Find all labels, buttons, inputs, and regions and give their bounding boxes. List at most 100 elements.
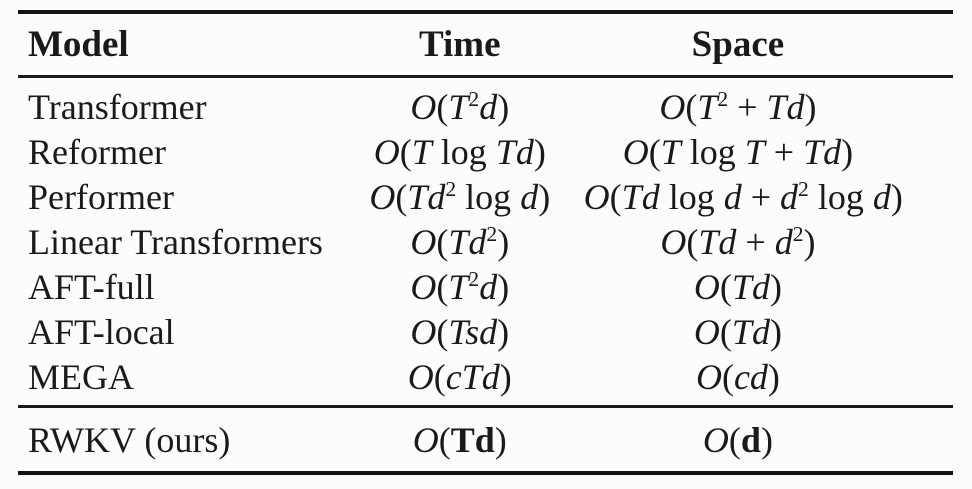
math-token: d xyxy=(740,419,761,460)
space-complexity-cell: O(Td) xyxy=(584,314,893,350)
math-token: 2 xyxy=(445,176,457,201)
math-token: ) xyxy=(497,86,510,127)
math-token: ) xyxy=(497,311,510,352)
math-token: O xyxy=(659,86,686,127)
math-token: d xyxy=(479,86,498,127)
math-token: O xyxy=(410,221,437,262)
math-token: ( xyxy=(433,356,446,397)
math-token: log xyxy=(808,176,873,217)
space-complexity-cell: O(T2 + Td) xyxy=(584,86,893,127)
math-token: ) xyxy=(499,356,512,397)
mid-rule xyxy=(18,405,953,408)
math-token: O xyxy=(410,266,437,307)
space-complexity-cell: O(d) xyxy=(584,422,893,458)
math-token: ( xyxy=(436,311,449,352)
math-token: T xyxy=(448,221,469,262)
space-complexity-cell: O(T log T + Td) xyxy=(584,134,893,170)
math-token: 2 xyxy=(468,266,480,291)
math-token: log xyxy=(456,176,521,217)
math-token: d xyxy=(520,176,539,217)
math-token: ( xyxy=(648,131,661,172)
time-complexity-cell: O(T2d) xyxy=(336,266,584,307)
math-token: ) xyxy=(841,131,854,172)
math-token: ( xyxy=(728,419,741,460)
math-token: ( xyxy=(438,419,451,460)
col-header-time: Time xyxy=(419,24,501,65)
math-token: T xyxy=(698,221,719,262)
table-row: RWKV (ours)O(Td)O(d) xyxy=(18,408,953,471)
math-token: T xyxy=(448,311,466,352)
math-token: ) xyxy=(767,356,780,397)
math-token: ( xyxy=(719,266,732,307)
math-token: T xyxy=(411,131,432,172)
math-token: ( xyxy=(436,86,449,127)
math-token: ) xyxy=(804,86,817,127)
math-token: d xyxy=(718,221,737,262)
math-token: 2 xyxy=(792,221,804,246)
model-name-cell: Transformer xyxy=(28,86,207,127)
math-token: d xyxy=(749,356,768,397)
math-token: d xyxy=(427,176,446,217)
space-complexity-cell: O(cd) xyxy=(584,359,893,395)
math-token: + xyxy=(736,221,775,262)
math-token: T xyxy=(744,131,765,172)
model-name-cell: MEGA xyxy=(28,356,134,397)
math-token: T xyxy=(697,86,718,127)
math-token: ( xyxy=(395,176,408,217)
math-token: ) xyxy=(497,266,510,307)
math-token: ( xyxy=(686,221,699,262)
bottom-rule xyxy=(18,471,953,475)
math-token: 2 xyxy=(798,176,809,201)
table-row: AFT-local O(Tsd)O(Td) xyxy=(18,309,953,354)
math-token: O xyxy=(412,419,439,460)
math-token: T xyxy=(495,131,516,172)
math-token: ( xyxy=(399,131,412,172)
math-token: O xyxy=(407,356,434,397)
math-token: log xyxy=(680,131,745,172)
math-token: T xyxy=(766,86,787,127)
math-token: c xyxy=(733,356,750,397)
time-complexity-cell: O(cTd) xyxy=(336,359,584,395)
math-token: T xyxy=(461,356,482,397)
math-token: s xyxy=(465,311,480,352)
math-token: ( xyxy=(436,266,449,307)
math-token: c xyxy=(445,356,462,397)
space-complexity-cell: O(Td log d + d2 log d) xyxy=(584,176,903,217)
math-token: d xyxy=(641,176,660,217)
model-name-cell: Linear Transformers xyxy=(28,221,323,262)
math-token: d xyxy=(872,176,891,217)
math-token: 2 xyxy=(717,86,729,111)
math-token: O xyxy=(410,86,437,127)
math-token: d xyxy=(481,356,500,397)
math-token: T xyxy=(621,176,642,217)
math-token: O xyxy=(373,131,400,172)
time-complexity-cell: O(Tsd) xyxy=(336,314,584,350)
math-token: ) xyxy=(497,221,510,262)
math-token: O xyxy=(622,131,649,172)
time-complexity-cell: O(Td2) xyxy=(336,221,584,262)
math-token: d xyxy=(823,131,842,172)
math-token: d xyxy=(723,176,742,217)
math-token: T xyxy=(660,131,681,172)
space-complexity-cell: O(Td + d2) xyxy=(584,221,893,262)
math-token: ) xyxy=(760,419,773,460)
col-header-space: Space xyxy=(691,24,785,65)
model-name-cell: AFT-local xyxy=(28,311,175,352)
math-token: T xyxy=(407,176,428,217)
time-complexity-cell: O(T log Td) xyxy=(336,134,584,170)
space-complexity-cell: O(Td) xyxy=(584,269,893,305)
math-token: O xyxy=(693,266,720,307)
math-token: d xyxy=(780,176,799,217)
header-rule xyxy=(18,75,953,78)
math-token: O xyxy=(660,221,687,262)
math-token: + xyxy=(741,176,781,217)
math-token: T xyxy=(803,131,824,172)
math-token: ) xyxy=(890,176,903,217)
